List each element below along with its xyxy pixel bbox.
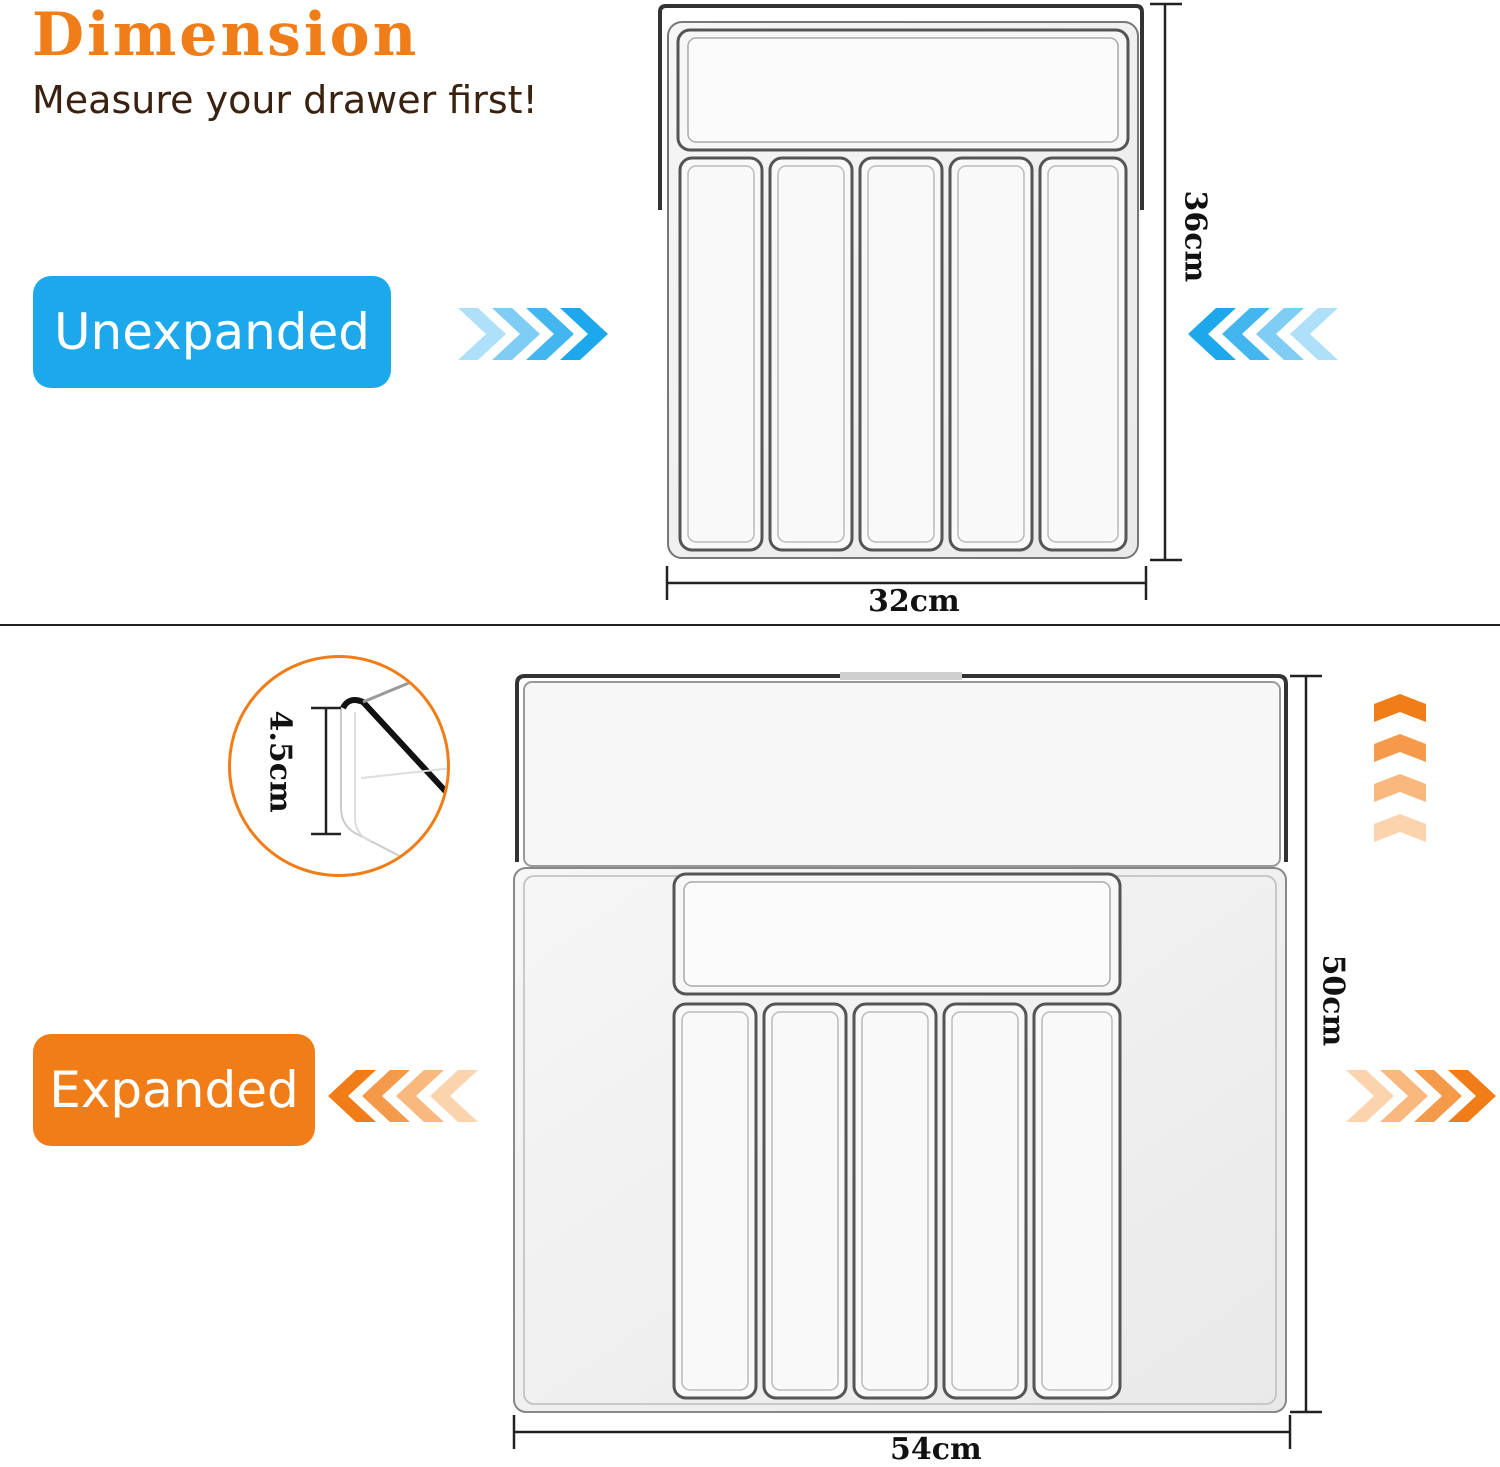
orange-arrows-right [1346,1070,1496,1122]
blue-arrows-left [1188,308,1338,360]
orange-arrows-up [1374,694,1426,842]
unexpanded-depth-label: 36cm [1177,190,1213,283]
expanded-slots [672,1002,1122,1400]
expanded-label: Expanded [33,1034,315,1146]
expanded-tray [513,672,1288,1413]
orange-arrows-left [328,1070,478,1122]
expanded-width-line [512,1415,1292,1449]
height-detail-circle [228,655,450,877]
expanded-depth-line [1290,674,1322,1414]
height-label: 4.5cm [262,710,298,813]
section-divider [0,624,1500,626]
unexpanded-label: Unexpanded [33,276,391,388]
corner-detail-illustration [311,676,447,874]
expanded-depth-label: 50cm [1315,954,1351,1047]
unexpanded-width-label: 32cm [868,584,960,619]
blue-arrows-right [458,308,608,360]
unexpanded-depth-line [1150,2,1182,562]
expanded-width-label: 54cm [890,1432,982,1467]
page-subtitle: Measure your drawer first! [32,78,538,122]
page-title: Dimension [32,0,420,70]
unexpanded-width-line [665,566,1148,600]
unexpanded-tray [658,3,1144,559]
unexpanded-slots [678,156,1128,552]
